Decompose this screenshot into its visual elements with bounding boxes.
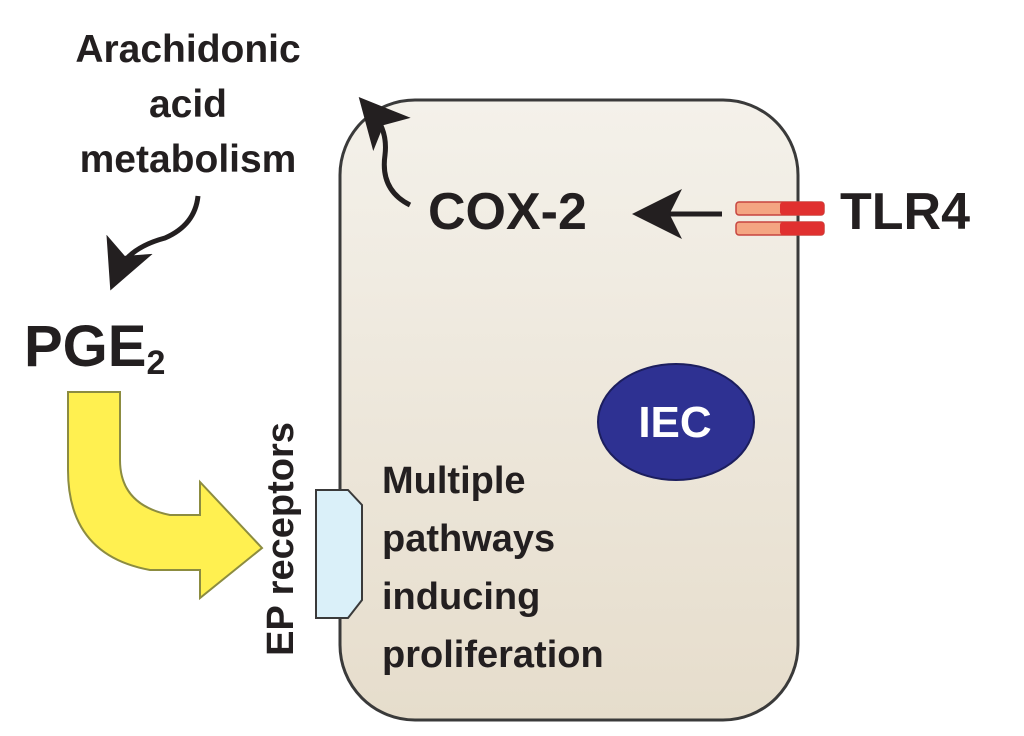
cox2-to-arachidonic-arrow (358, 97, 412, 208)
tlr4-receptor-bar-upper-dark (780, 202, 824, 215)
pge2-main: PGE (24, 314, 147, 379)
tlr4-label: TLR4 (840, 183, 970, 241)
arachidonic-line-3: metabolism (79, 138, 297, 181)
arachidonic-line-2: acid (148, 83, 228, 126)
ep-receptors-label: EP receptors (260, 422, 302, 656)
pge2-label: PGE2 (24, 318, 166, 382)
pge2-subscript: 2 (146, 344, 166, 382)
arachidonic-line-1: Arachidonic (75, 28, 301, 71)
pathways-line-3: inducing (382, 576, 541, 618)
pge2-to-receptor-arrow (67, 391, 264, 601)
ep-receptor-shape (315, 489, 363, 619)
iec-cell-body (338, 98, 800, 722)
pathways-line-2: pathways (382, 518, 556, 560)
pathways-line-4: proliferation (382, 634, 604, 676)
cox2-label: COX-2 (428, 183, 587, 241)
arachidonic-acid-label: Arachidonic acid metabolism (38, 22, 338, 187)
pathways-line-1: Multiple (382, 460, 526, 502)
arachidonic-to-pge2-arrow (106, 195, 201, 291)
pathways-label: Multiple pathways inducing proliferation (382, 452, 604, 684)
tlr4-receptor-bar-lower-dark (780, 222, 824, 235)
iec-label: IEC (638, 398, 712, 447)
iec-nucleus (597, 363, 755, 481)
